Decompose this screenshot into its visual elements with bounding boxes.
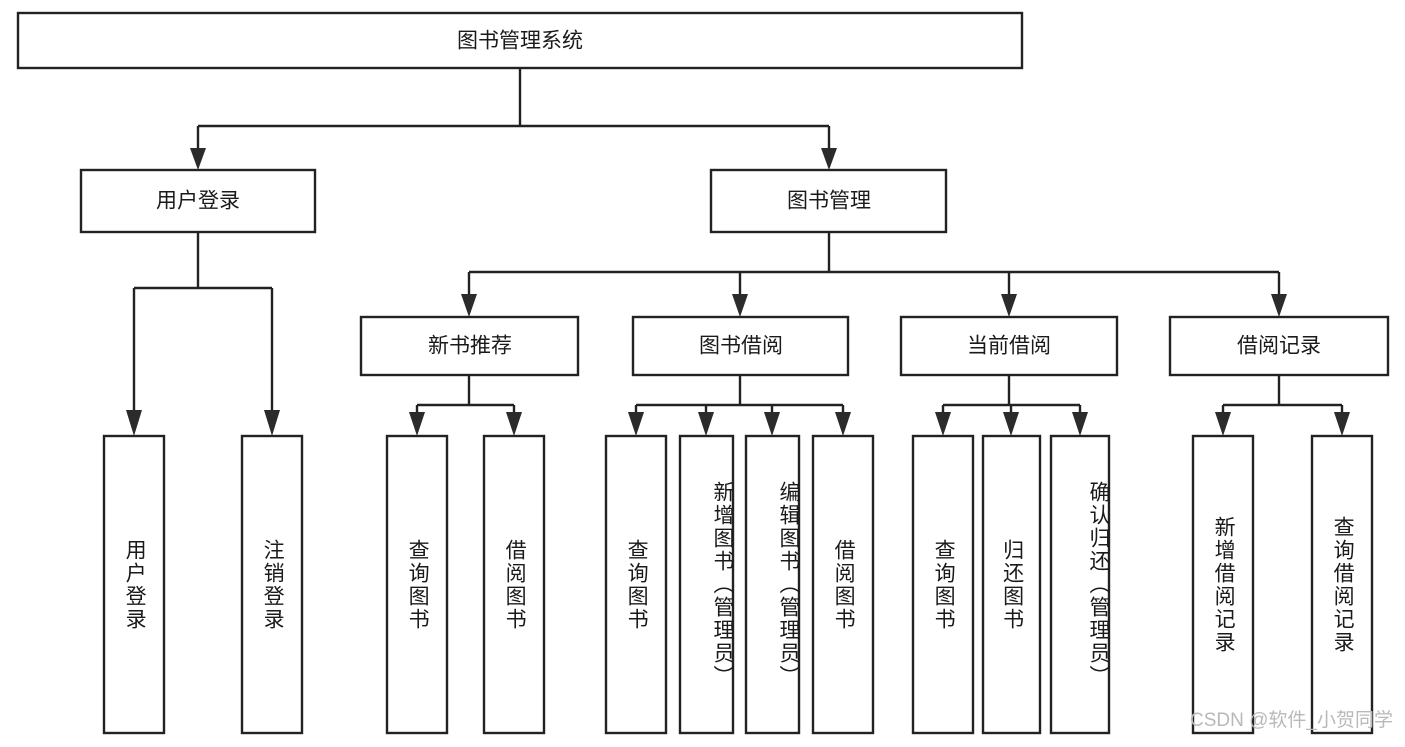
node-leaf-query-borrow-record[interactable] (1310, 434, 1374, 735)
arrow-head-user-login (190, 148, 206, 170)
arrow-head-leaf-add-book-admin (698, 412, 714, 436)
node-book-management-label: 图书管理 (787, 190, 871, 213)
arrow-head-leaf-user-login (126, 410, 142, 436)
node-leaf-add-borrow-record[interactable] (1191, 434, 1255, 735)
arrow-head-current-borrow (1001, 294, 1017, 317)
arrow-head-borrow-record (1271, 294, 1287, 317)
node-user-login-label: 用户登录 (156, 190, 240, 213)
arrow-head-leaf-query-book-1 (409, 412, 425, 436)
csdn-watermark: CSDN @软件_小贺同学 (1190, 710, 1393, 731)
node-leaf-query-book-1[interactable] (385, 434, 449, 735)
arrow-head-book-management (821, 148, 837, 170)
node-root[interactable]: 图书管理系统 (16, 11, 1024, 70)
node-new-book-recommend[interactable]: 新书推荐 (359, 315, 580, 377)
arrow-head-leaf-borrow-book-1 (506, 412, 522, 436)
node-leaf-query-book-2[interactable] (604, 434, 668, 735)
node-leaf-borrow-book-2[interactable] (811, 434, 875, 735)
arrow-head-leaf-add-borrow-record (1215, 412, 1231, 436)
node-book-borrow[interactable]: 图书借阅 (631, 315, 850, 377)
arrow-head-leaf-edit-book-admin (764, 412, 780, 436)
node-current-borrow-label: 当前借阅 (967, 335, 1051, 358)
arrow-head-leaf-borrow-book-2 (835, 412, 851, 436)
node-leaf-user-logout[interactable] (240, 434, 304, 735)
arrow-head-leaf-return-book (1003, 412, 1019, 436)
node-leaf-return-book[interactable] (981, 434, 1042, 735)
node-book-management[interactable]: 图书管理 (709, 168, 948, 234)
node-leaf-user-login[interactable] (102, 434, 166, 735)
node-leaf-query-book-3[interactable] (911, 434, 975, 735)
node-borrow-record[interactable]: 借阅记录 (1168, 315, 1390, 377)
arrow-head-new-book-recommend (461, 294, 477, 317)
node-borrow-record-label: 借阅记录 (1237, 335, 1321, 358)
arrow-head-leaf-query-book-3 (935, 412, 951, 436)
arrow-head-leaf-confirm-return-admin (1072, 412, 1088, 436)
node-leaf-add-book-admin[interactable] (678, 434, 735, 735)
node-leaf-edit-book-admin[interactable] (744, 434, 801, 735)
node-current-borrow[interactable]: 当前借阅 (899, 315, 1119, 377)
arrow-head-leaf-user-logout (264, 410, 280, 436)
node-new-book-recommend-label: 新书推荐 (428, 335, 512, 358)
node-user-login[interactable]: 用户登录 (79, 168, 317, 234)
arrow-head-book-borrow (732, 294, 748, 317)
node-root-label: 图书管理系统 (457, 30, 583, 53)
node-leaf-confirm-return-admin[interactable] (1049, 434, 1111, 735)
arrow-head-leaf-query-book-2 (628, 412, 644, 436)
arrow-head-leaf-query-borrow-record (1334, 412, 1350, 436)
node-leaf-borrow-book-1[interactable] (482, 434, 546, 735)
node-book-borrow-label: 图书借阅 (699, 335, 783, 358)
